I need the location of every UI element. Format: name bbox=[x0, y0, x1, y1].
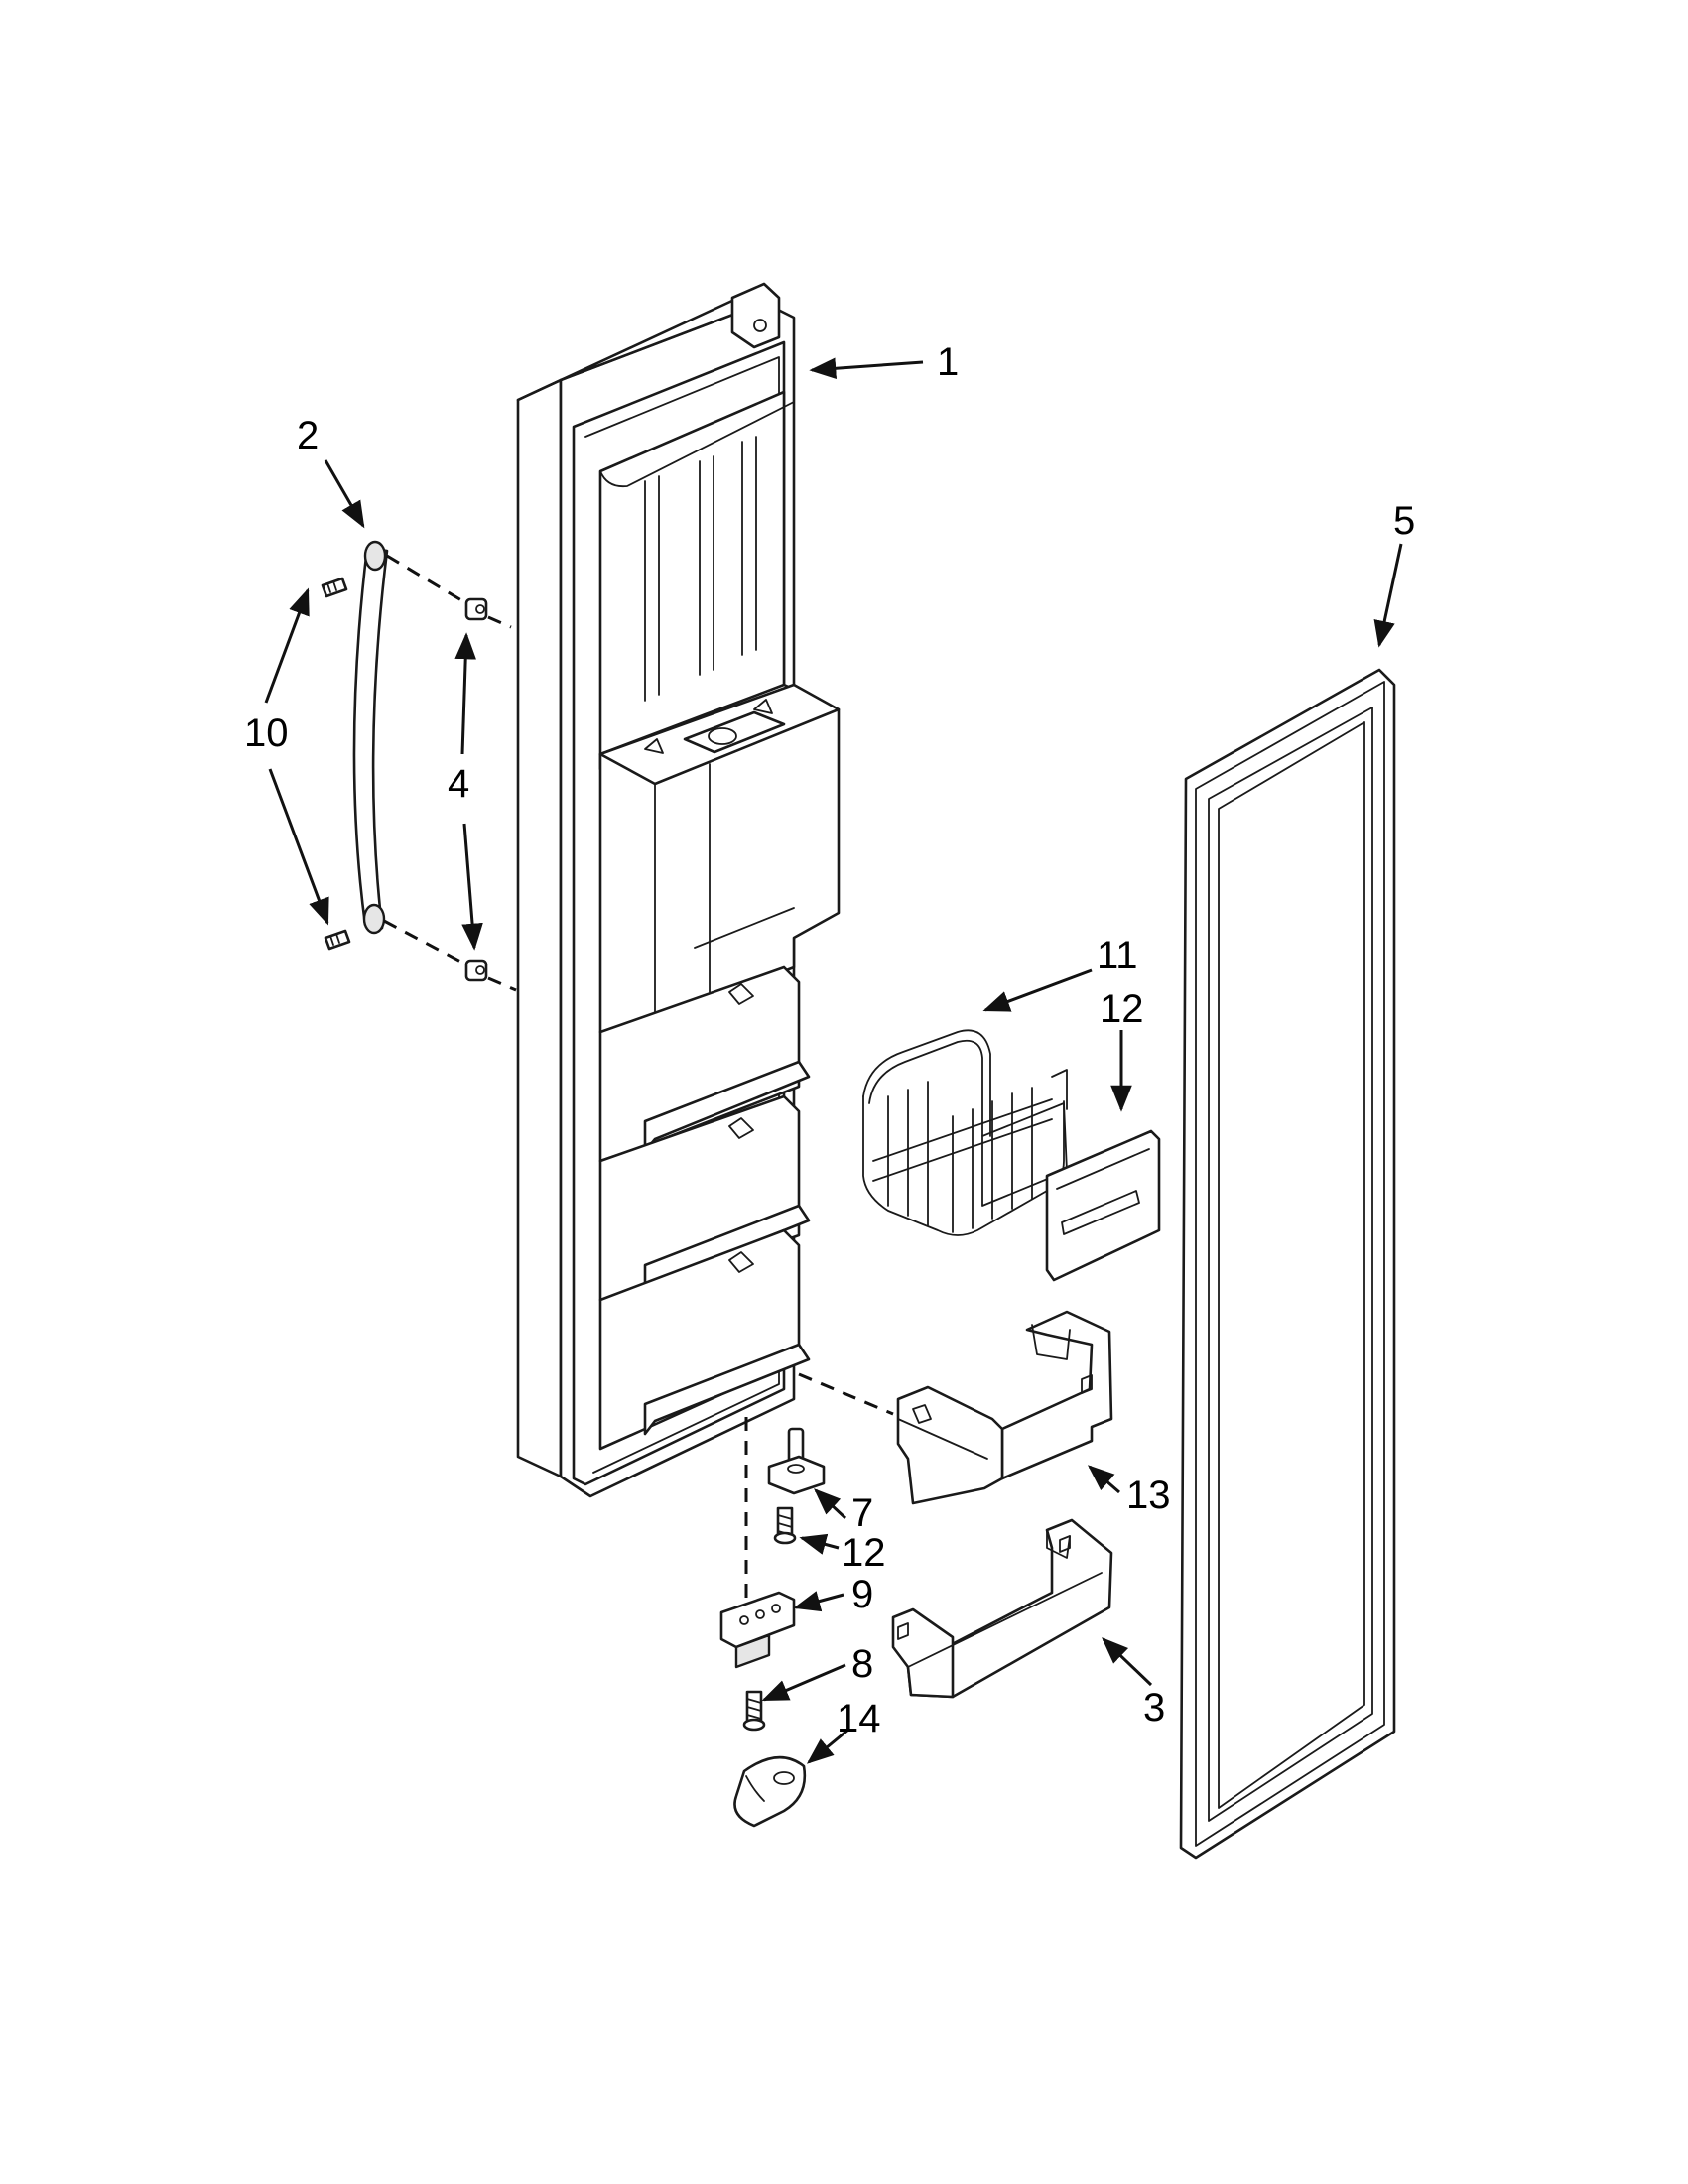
part-3-door-bin bbox=[891, 1518, 1113, 1699]
callout-12-upper: 12 bbox=[1100, 987, 1144, 1031]
callout-11: 11 bbox=[1097, 934, 1138, 977]
assembly-line-bin-frame bbox=[798, 1372, 894, 1416]
callout-1: 1 bbox=[937, 340, 959, 384]
part-1-freezer-door bbox=[516, 282, 841, 1498]
callout-5: 5 bbox=[1393, 499, 1415, 543]
part-8-screw bbox=[742, 1690, 766, 1732]
callout-10: 10 bbox=[244, 711, 289, 755]
callout-9: 9 bbox=[851, 1573, 873, 1616]
callout-4: 4 bbox=[448, 762, 469, 806]
callout-labels: 1 2 3 4 5 7 8 9 10 11 12 12 13 14 bbox=[244, 340, 1415, 1740]
part-7-hinge-pin bbox=[767, 1427, 826, 1495]
callout-8: 8 bbox=[851, 1642, 873, 1686]
callout-12-lower: 12 bbox=[842, 1531, 886, 1575]
part-5-door-gasket bbox=[1179, 668, 1396, 1860]
part-13-bin-frame bbox=[896, 1310, 1113, 1505]
callout-3: 3 bbox=[1143, 1686, 1165, 1730]
callout-7: 7 bbox=[851, 1491, 873, 1535]
callout-13: 13 bbox=[1126, 1474, 1171, 1517]
part-2-handle bbox=[352, 540, 389, 935]
part-10-handle-screws bbox=[321, 577, 351, 951]
callout-14: 14 bbox=[837, 1697, 881, 1740]
door-shelves bbox=[598, 965, 811, 1451]
part-14-hinge-cover bbox=[733, 1755, 807, 1828]
part-11-wire-basket bbox=[862, 1029, 1068, 1236]
callout-2: 2 bbox=[297, 414, 319, 457]
assembly-line-lower-handle bbox=[383, 919, 517, 992]
part-4-spacers bbox=[464, 597, 488, 982]
assembly-line-upper-handle bbox=[386, 554, 512, 629]
part-12-basket-front bbox=[1045, 1129, 1161, 1282]
part-9-hinge-plate bbox=[719, 1591, 796, 1669]
leader-lines bbox=[264, 357, 1403, 1764]
part-12-hinge-screw bbox=[773, 1506, 797, 1545]
